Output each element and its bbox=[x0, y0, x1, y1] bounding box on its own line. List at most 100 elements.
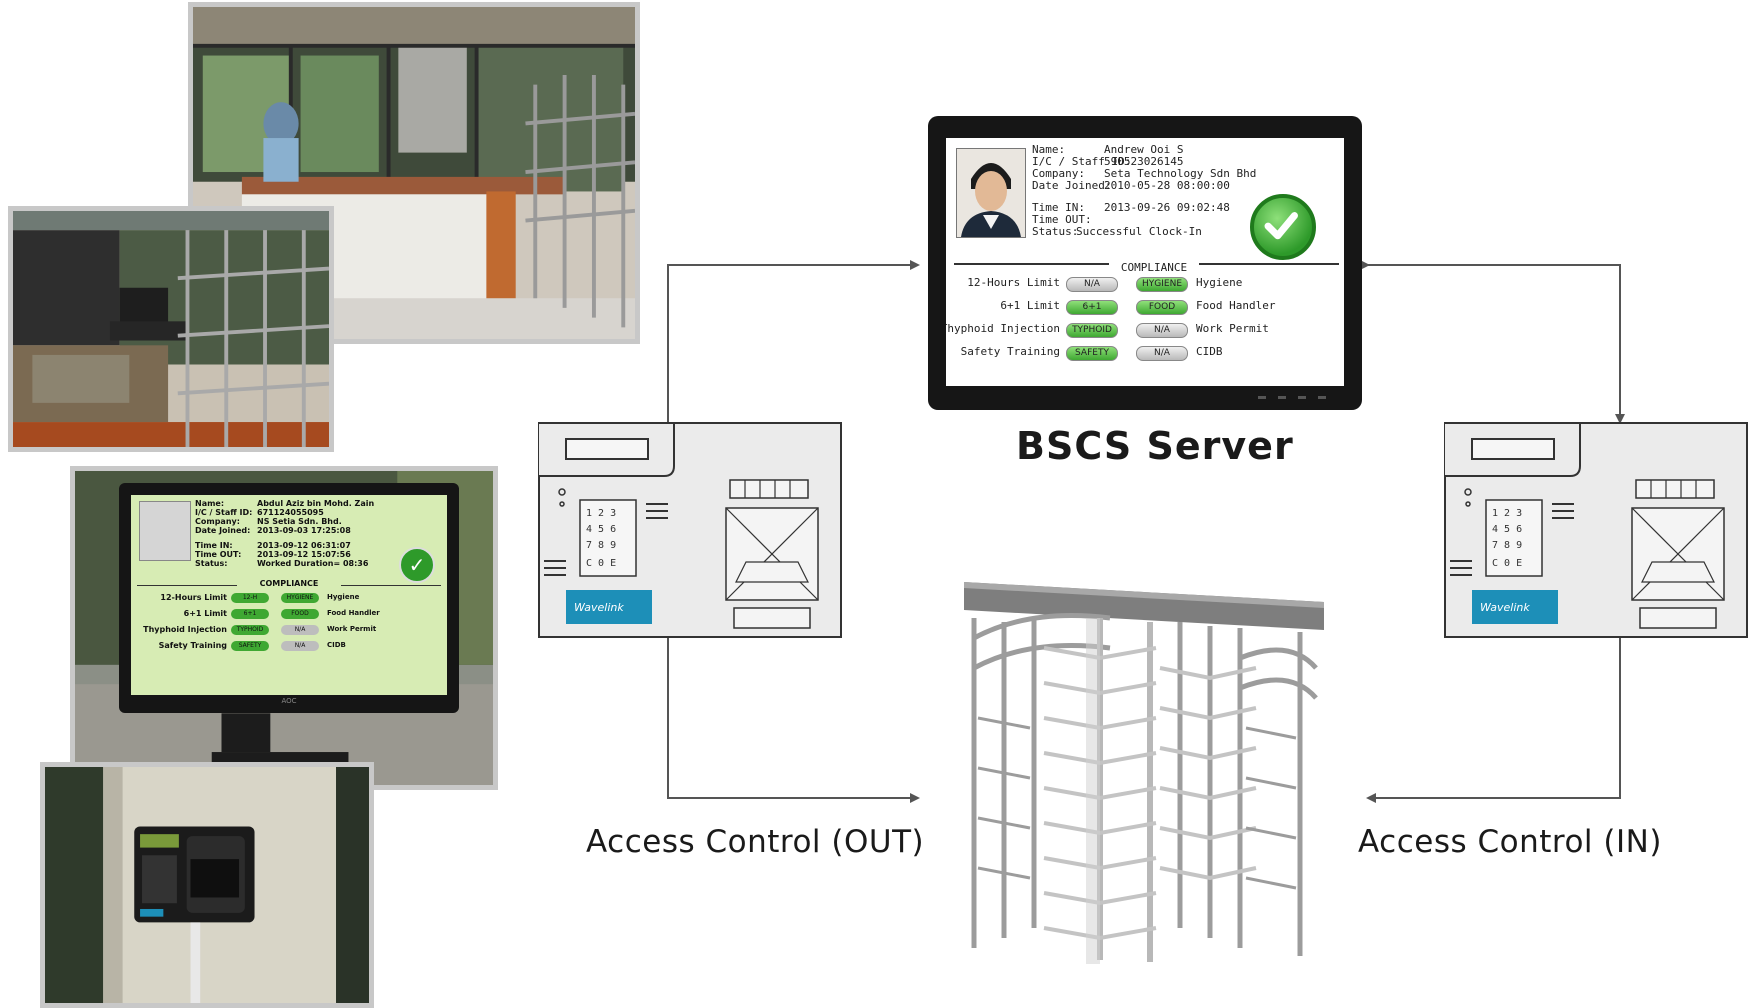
photo-compliance-row: 12-Hours Limit 12-H HYGIENE Hygiene bbox=[131, 593, 447, 609]
svg-text:C 0 E: C 0 E bbox=[1492, 558, 1522, 569]
row-left-label: 12-Hours Limit bbox=[967, 276, 1060, 289]
server-field-value: Successful Clock-In bbox=[1076, 225, 1202, 238]
photo-field-label: Time IN: bbox=[195, 541, 233, 550]
svg-text:4 5 6: 4 5 6 bbox=[586, 524, 616, 535]
photo-field-row: Time OUT: 2013-09-12 15:07:56 bbox=[195, 550, 374, 559]
photo-field-label: I/C / Staff ID: bbox=[195, 508, 253, 517]
reader-device-in: 1 2 3 4 5 6 7 8 9 C 0 E bbox=[1444, 422, 1748, 638]
server-field-row: Time IN: 2013-09-26 09:02:48 bbox=[1032, 202, 1256, 214]
photo-field-row: Date Joined:2013-09-03 17:25:08 bbox=[195, 526, 374, 535]
photo-row-left-pill: 12-H bbox=[231, 593, 269, 603]
row-left-label: Safety Training bbox=[960, 345, 1060, 358]
svg-text:7 8 9: 7 8 9 bbox=[1492, 540, 1522, 551]
reader-brand-out: Wavelink bbox=[574, 601, 624, 614]
photo-field-value: 2013-09-03 17:25:08 bbox=[257, 526, 351, 535]
row-right-label: Hygiene bbox=[1196, 276, 1243, 289]
server-monitor: Name: Andrew Ooi S I/C / Staff ID:5905230… bbox=[928, 116, 1362, 410]
photo-monitor-bezel: Name: Abdul Aziz bin Mohd. Zain I/C / Sta… bbox=[119, 483, 459, 713]
photo-field-label: Company: bbox=[195, 517, 240, 526]
row-right-pill: N/A bbox=[1136, 323, 1188, 338]
photo-row-right-label: CIDB bbox=[327, 641, 346, 649]
photo-field-row: Status:Worked Duration= 08:36 bbox=[195, 559, 374, 568]
photo-compliance-heading: COMPLIANCE bbox=[131, 579, 447, 588]
server-field-value: Andrew Ooi S bbox=[1104, 143, 1184, 156]
server-field-label: Time IN: bbox=[1032, 201, 1085, 214]
photo-screen-fields: Name: Abdul Aziz bin Mohd. Zain I/C / Sta… bbox=[195, 499, 374, 568]
reader-device-out: 1 2 3 4 5 6 7 8 9 C 0 E bbox=[538, 422, 842, 638]
svg-text:4 5 6: 4 5 6 bbox=[1492, 524, 1522, 535]
arrow-server-left-reader bbox=[663, 260, 920, 430]
photo-monitor-brand-text: AOC bbox=[281, 697, 297, 705]
photo-row-left-label: 6+1 Limit bbox=[183, 609, 227, 618]
photo-field-value: 2013-09-12 15:07:56 bbox=[257, 550, 351, 559]
access-control-in-label: Access Control (IN) bbox=[1358, 824, 1662, 860]
server-field-row: Date Joined:2010-05-28 08:00:00 bbox=[1032, 180, 1256, 192]
row-right-label: CIDB bbox=[1196, 345, 1223, 358]
photo-compliance-row: 6+1 Limit 6+1 FOOD Food Handler bbox=[131, 609, 447, 625]
photo-compliance-monitor: Name: Abdul Aziz bin Mohd. Zain I/C / Sta… bbox=[70, 466, 498, 790]
svg-text:1 2 3: 1 2 3 bbox=[586, 508, 616, 519]
compliance-heading-text: COMPLIANCE bbox=[1120, 261, 1188, 274]
monitor-button bbox=[1318, 396, 1326, 399]
photo-field-value: Abdul Aziz bin Mohd. Zain bbox=[257, 499, 375, 508]
compliance-row: Safety Training SAFETY N/A CIDB bbox=[946, 345, 1344, 367]
server-field-label: Name: bbox=[1032, 143, 1066, 156]
photo-row-right-label: Hygiene bbox=[327, 593, 360, 601]
compliance-row: 6+1 Limit 6+1 FOOD Food Handler bbox=[946, 299, 1344, 321]
server-field-row: Time OUT: bbox=[1032, 214, 1256, 226]
server-field-value: 590523026145 bbox=[1104, 155, 1184, 168]
monitor-buttons bbox=[1258, 396, 1338, 400]
photo-field-row: Company: NS Setia Sdn. Bhd. bbox=[195, 517, 374, 526]
photo-compliance-row: Thyphoid Injection TYPHOID N/A Work Perm… bbox=[131, 625, 447, 641]
row-left-pill: 6+1 bbox=[1066, 300, 1118, 315]
server-field-row: Company:Seta Technology Sdn Bhd bbox=[1032, 168, 1256, 180]
arrow-server-right-reader bbox=[1360, 260, 1625, 424]
arrow-out-reader-to-turnstile bbox=[667, 638, 920, 803]
photo-row-right-pill: N/A bbox=[281, 641, 319, 651]
row-right-pill: FOOD bbox=[1136, 300, 1188, 315]
photo-monitor-brand: AOC bbox=[119, 697, 459, 705]
photo-row-left-label: Thyphoid Injection bbox=[143, 625, 227, 634]
svg-text:7 8 9: 7 8 9 bbox=[586, 540, 616, 551]
photo-row-right-pill: FOOD bbox=[281, 609, 319, 619]
server-field-label: Company: bbox=[1032, 167, 1085, 180]
photo-compliance-rule bbox=[137, 585, 237, 586]
server-screen: Name: Andrew Ooi S I/C / Staff ID:5905230… bbox=[946, 138, 1344, 386]
checkmark-icon bbox=[1250, 194, 1316, 260]
row-left-label: Thyphoid Injection bbox=[946, 322, 1060, 335]
photo-compliance-row: Safety Training SAFETY N/A CIDB bbox=[131, 641, 447, 657]
server-field-label: Status: bbox=[1032, 225, 1079, 238]
photo-field-label: Name: bbox=[195, 499, 225, 508]
photo-row-left-pill: TYPHOID bbox=[231, 625, 269, 635]
photo-field-value: NS Setia Sdn. Bhd. bbox=[257, 517, 342, 526]
photo-check-icon: ✓ bbox=[399, 547, 435, 583]
photo-row-right-pill: HYGIENE bbox=[281, 593, 319, 603]
photo-field-label: Time OUT: bbox=[195, 550, 242, 559]
server-label: BSCS Server bbox=[1016, 424, 1294, 468]
row-left-pill: SAFETY bbox=[1066, 346, 1118, 361]
compliance-row: Thyphoid Injection TYPHOID N/A Work Perm… bbox=[946, 322, 1344, 344]
photo-screen-avatar bbox=[139, 501, 191, 561]
server-field-row: I/C / Staff ID:590523026145 bbox=[1032, 156, 1256, 168]
row-left-label: 6+1 Limit bbox=[1000, 299, 1060, 312]
server-field-row: Name: Andrew Ooi S bbox=[1032, 144, 1256, 156]
full-height-turnstile bbox=[964, 582, 1324, 964]
svg-text:C 0 E: C 0 E bbox=[586, 558, 616, 569]
monitor-button bbox=[1278, 396, 1286, 399]
compliance-divider-right bbox=[1199, 263, 1339, 265]
row-right-pill: N/A bbox=[1136, 346, 1188, 361]
compliance-row: 12-Hours Limit N/A HYGIENE Hygiene bbox=[946, 276, 1344, 298]
arrow-in-reader-to-turnstile bbox=[1366, 638, 1621, 803]
photo-row-left-pill: 6+1 bbox=[231, 609, 269, 619]
compliance-grid: 12-Hours Limit N/A HYGIENE Hygiene 6+1 L… bbox=[946, 276, 1344, 376]
svg-text:1 2 3: 1 2 3 bbox=[1492, 508, 1522, 519]
monitor-button bbox=[1298, 396, 1306, 399]
compliance-divider-left bbox=[954, 263, 1109, 265]
employee-portrait-image bbox=[957, 149, 1025, 237]
server-fields: Name: Andrew Ooi S I/C / Staff ID:5905230… bbox=[1032, 144, 1256, 238]
photo-field-value: 2013-09-12 06:31:07 bbox=[257, 541, 351, 550]
server-field-value: 2013-09-26 09:02:48 bbox=[1104, 201, 1230, 214]
photo-compliance-rule bbox=[341, 585, 441, 586]
checkmark-glyph bbox=[1264, 212, 1298, 240]
row-left-pill: TYPHOID bbox=[1066, 323, 1118, 338]
